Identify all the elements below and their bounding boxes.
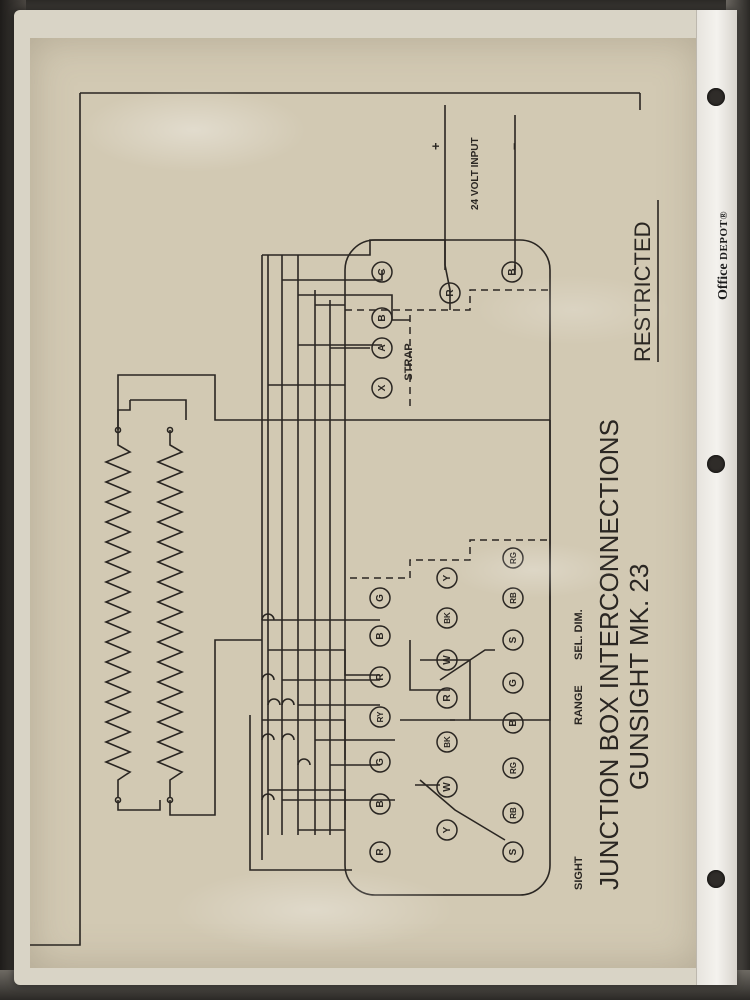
terminal-label: BK [443, 612, 452, 624]
terminal-label: BK [443, 736, 452, 748]
terminal-label: W [442, 782, 453, 792]
brand-name-bold: DEPOT [718, 219, 730, 260]
terminal-label: A [377, 344, 388, 351]
terminal-label: R [375, 673, 386, 681]
terminal-label: X [377, 384, 388, 391]
sel-dim-label: SEL. DIM. [573, 609, 585, 660]
terminal-label: G [375, 594, 386, 602]
range-label: RANGE [573, 685, 585, 725]
binder-hole [707, 455, 725, 473]
terminal-label: W [442, 655, 453, 665]
terminal-label: RG [509, 552, 518, 564]
terminal-label: R [442, 694, 453, 702]
resistor-left [103, 430, 133, 798]
minus-sign: – [506, 143, 521, 150]
binder-hole [707, 870, 725, 888]
power-input-label: 24 VOLT INPUT [470, 137, 481, 210]
terminal-label: B [375, 800, 386, 807]
binder-hole [707, 88, 725, 106]
outer-border [30, 92, 640, 946]
terminal-label: R [375, 848, 386, 856]
terminal-label: Y [442, 826, 453, 833]
terminal-label: Y [442, 574, 453, 581]
sight-label: SIGHT [573, 856, 585, 890]
plus-sign: + [428, 142, 443, 150]
classification-label: RESTRICTED [630, 221, 655, 362]
terminal-label: R [445, 289, 456, 297]
registered-mark: ® [718, 210, 730, 220]
terminal-label: G [375, 758, 386, 766]
resistor-right [155, 430, 185, 798]
terminal-label: RB [509, 592, 518, 604]
terminal-label: B [507, 268, 518, 275]
drawing-subtitle: GUNSIGHT MK. 23 [624, 564, 654, 790]
terminal-label: RB [509, 807, 518, 819]
brand-logo: Office DEPOT® [716, 211, 732, 300]
drawing-title: JUNCTION BOX INTERCONNECTIONS [594, 419, 624, 890]
terminal-label: B [377, 314, 388, 321]
terminal-label: RG [509, 762, 518, 774]
terminal-label: RY [376, 711, 385, 722]
terminal-label: S [508, 848, 519, 855]
terminal-label: B [508, 719, 519, 726]
document-paper [30, 38, 700, 968]
terminal-label: S [508, 636, 519, 643]
terminal-label: B [375, 632, 386, 639]
terminal-label: C [377, 268, 388, 275]
binder-strip [696, 10, 737, 985]
terminal-label: G [508, 679, 519, 687]
strap-label: STRAP [403, 343, 415, 380]
brand-name: Office [716, 263, 731, 300]
